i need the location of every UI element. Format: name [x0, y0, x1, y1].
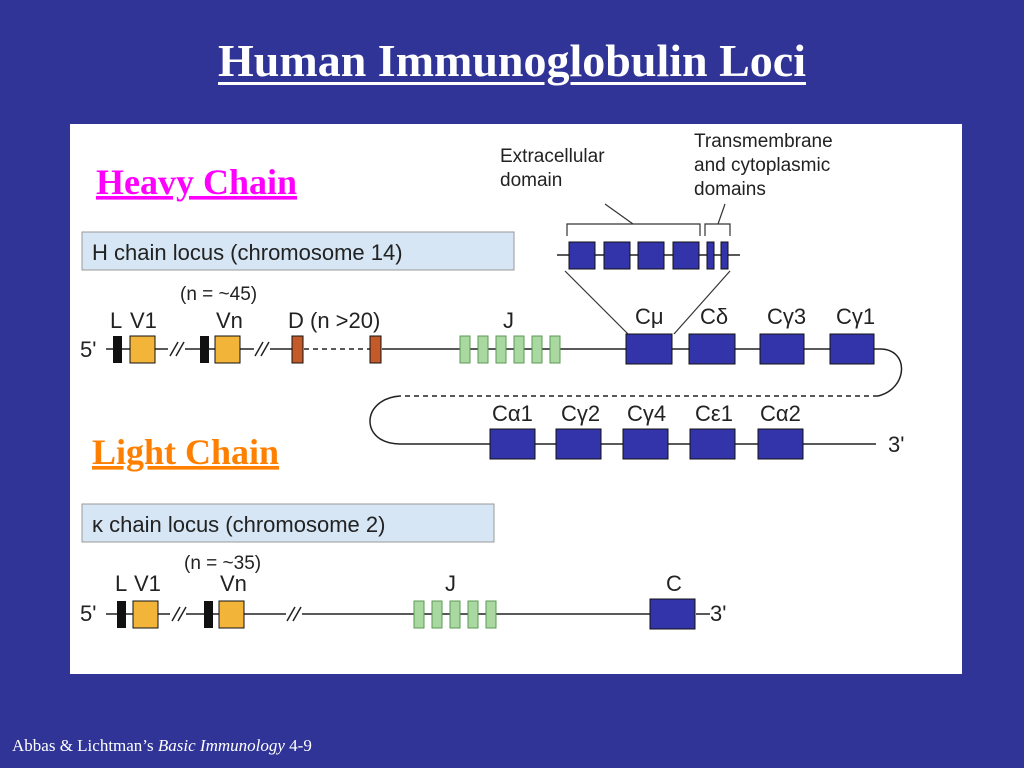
diagram-panel: Heavy Chain Light Chain Extracellular do…	[70, 124, 962, 674]
c-alpha1-segment	[489, 428, 536, 460]
heavy-vn-segment	[214, 335, 241, 364]
kappa-n-note: (n = ~35)	[184, 553, 261, 574]
heavy-v1-segment	[129, 335, 156, 364]
heavy-L-label: L	[110, 308, 122, 333]
transmembrane-label-1: Transmembrane	[694, 131, 833, 152]
kappa-leader-n	[204, 601, 213, 628]
immunoglobulin-loci-diagram: Heavy Chain Light Chain Extracellular do…	[80, 131, 904, 630]
kappa-C-label: C	[666, 571, 682, 596]
c-delta-label: Cδ	[700, 304, 728, 329]
kappa-break-marks	[171, 606, 302, 622]
h-locus-label: H chain locus (chromosome 14)	[92, 240, 403, 265]
kappa-Vn-label: Vn	[220, 571, 247, 596]
c-mu-label: Cμ	[635, 304, 664, 329]
kappa-vn-segment	[218, 600, 245, 629]
page-title: Human Immunoglobulin Loci	[218, 35, 806, 86]
c-gamma3-label: Cγ3	[767, 304, 806, 329]
kappa-v1-segment	[132, 600, 159, 629]
kappa-J-label: J	[445, 571, 456, 596]
heavy-d-segment-1	[291, 335, 304, 364]
c-mu-domain-exons	[557, 241, 740, 270]
c-mu-segment	[625, 333, 673, 365]
kappa-5prime-label: 5'	[80, 601, 96, 626]
transmembrane-label-3: domains	[694, 179, 766, 200]
extracellular-label-2: domain	[500, 170, 562, 191]
kappa-locus-box	[81, 503, 495, 543]
kappa-3prime-label: 3'	[710, 601, 726, 626]
heavy-D-label: D (n >20)	[288, 308, 380, 333]
heavy-d-segment-n	[369, 335, 382, 364]
heavy-Vn-label: Vn	[216, 308, 243, 333]
c-gamma3-segment	[759, 333, 805, 365]
kappa-j-segments	[413, 600, 497, 629]
kappa-c-segment	[649, 598, 696, 630]
heavy-leader-1	[113, 336, 122, 363]
citation-footer: Abbas & Lichtman’s Basic Immunology 4-9	[12, 736, 312, 756]
heavy-chain-heading: Heavy Chain	[96, 162, 297, 202]
h-locus-box	[81, 231, 515, 271]
heavy-break-marks	[169, 341, 270, 357]
c-alpha1-label: Cα1	[492, 401, 533, 426]
c-alpha2-segment	[757, 428, 804, 460]
transmembrane-label-2: and cytoplasmic	[694, 155, 830, 176]
kappa-leader-1	[117, 601, 126, 628]
heavy-J-label: J	[503, 308, 514, 333]
light-chain-heading: Light Chain	[92, 432, 279, 472]
citation-book: Basic Immunology	[157, 736, 285, 755]
heavy-n-note: (n = ~45)	[180, 284, 257, 305]
c-gamma1-segment	[829, 333, 875, 365]
c-gamma1-label: Cγ1	[836, 304, 875, 329]
c-gamma2-label: Cγ2	[561, 401, 600, 426]
c-gamma4-segment	[622, 428, 669, 460]
heavy-V1-label: V1	[130, 308, 157, 333]
kappa-V1-label: V1	[134, 571, 161, 596]
c-gamma2-segment	[555, 428, 602, 460]
kappa-locus-label: κ chain locus (chromosome 2)	[92, 512, 385, 537]
c-delta-segment	[688, 333, 736, 365]
c-alpha2-label: Cα2	[760, 401, 801, 426]
citation-figure: 4-9	[289, 736, 312, 755]
heavy-3prime-label: 3'	[888, 432, 904, 457]
heavy-j-segments	[459, 335, 561, 364]
c-epsilon1-label: Cε1	[695, 401, 733, 426]
heavy-leader-n	[200, 336, 209, 363]
extracellular-label-1: Extracellular	[500, 146, 605, 167]
heavy-5prime-label: 5'	[80, 337, 96, 362]
c-gamma4-label: Cγ4	[627, 401, 666, 426]
kappa-L-label: L	[115, 571, 127, 596]
c-epsilon1-segment	[689, 428, 736, 460]
domain-brackets	[566, 203, 731, 236]
citation-authors: Abbas & Lichtman’s	[12, 736, 154, 755]
